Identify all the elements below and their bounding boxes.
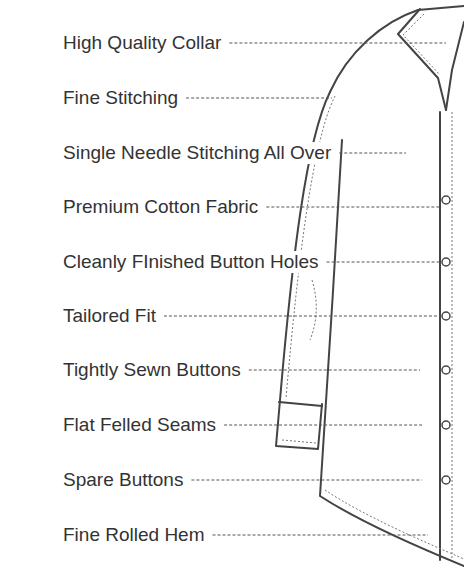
button xyxy=(442,366,450,374)
leader-line xyxy=(327,262,440,263)
shirt-outline xyxy=(276,6,464,566)
leader-line xyxy=(339,153,406,154)
cuff-stitching xyxy=(282,440,316,443)
callout-label: Fine Rolled Hem xyxy=(60,524,208,546)
button xyxy=(442,421,450,429)
callout-label: Fine Stitching xyxy=(60,87,181,109)
leader-line xyxy=(229,43,446,44)
callout-label: Single Needle Stitching All Over xyxy=(60,142,334,164)
leader-lines xyxy=(164,43,446,535)
leader-line xyxy=(224,425,422,426)
placket-stitching xyxy=(452,112,453,558)
callout-label: High Quality Collar xyxy=(60,32,224,54)
stitching xyxy=(282,14,464,559)
fold-line xyxy=(310,280,316,340)
leader-line xyxy=(186,98,332,99)
leader-line xyxy=(164,316,440,317)
shoulder xyxy=(330,10,418,92)
buttons xyxy=(442,196,450,484)
leader-line xyxy=(191,480,422,481)
button xyxy=(442,312,450,320)
hem-stitching xyxy=(325,490,464,559)
button xyxy=(442,196,450,204)
collar-stitching xyxy=(403,14,440,75)
callout-label: Premium Cotton Fabric xyxy=(60,196,261,218)
leader-line xyxy=(213,535,429,536)
callout-label: Flat Felled Seams xyxy=(60,414,219,436)
cuff-seam xyxy=(279,402,322,406)
callout-label: Spare Buttons xyxy=(60,469,186,491)
body-side-hem xyxy=(320,140,464,566)
button xyxy=(442,476,450,484)
leader-line xyxy=(249,370,420,371)
callout-label: Cleanly FInished Button Holes xyxy=(60,251,322,273)
callout-label: Tightly Sewn Buttons xyxy=(60,359,244,381)
collar-right xyxy=(446,22,464,110)
collar-left xyxy=(398,9,446,110)
callout-label: Tailored Fit xyxy=(60,305,159,327)
button xyxy=(442,258,450,266)
collar-top xyxy=(418,6,464,10)
placket-edge xyxy=(439,112,441,560)
leader-line xyxy=(266,207,440,208)
